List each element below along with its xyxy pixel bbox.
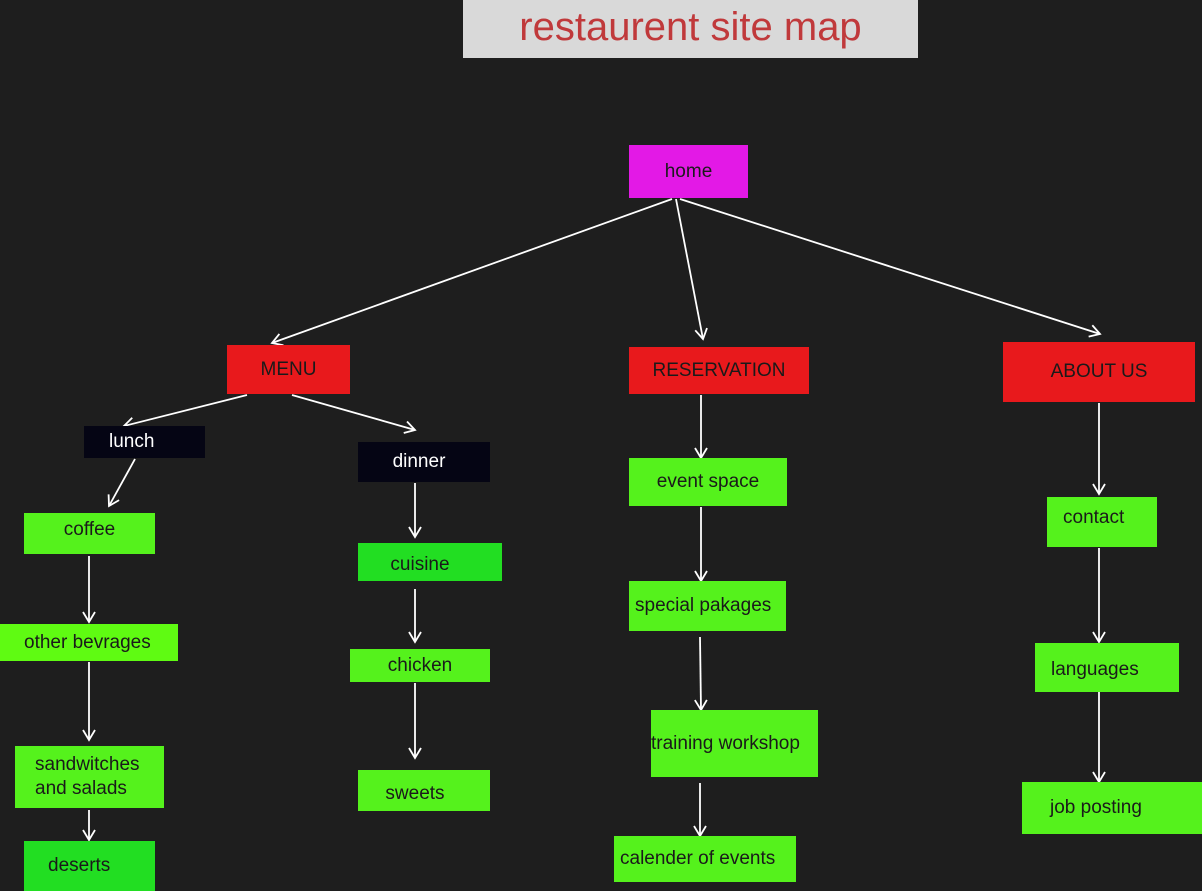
node-lunch: lunch bbox=[84, 426, 205, 458]
link-home-about bbox=[679, 198, 1102, 338]
node-training-workshop-label: training workshop bbox=[651, 732, 800, 754]
node-contact-label: contact bbox=[1063, 507, 1125, 528]
node-chicken: chicken bbox=[350, 649, 490, 682]
link-home-menu bbox=[270, 198, 673, 347]
node-cuisine-label: cuisine bbox=[390, 554, 450, 575]
node-training-workshop: training workshop bbox=[651, 710, 818, 777]
node-reservation: RESERVATION bbox=[629, 347, 809, 394]
node-special-pakages: special pakages bbox=[629, 581, 786, 631]
node-other-bevrages: other bevrages bbox=[0, 624, 178, 661]
node-deserts: deserts bbox=[24, 841, 155, 891]
node-coffee-label: coffee bbox=[63, 518, 116, 540]
node-about-us: ABOUT US bbox=[1003, 342, 1195, 402]
link-home-reservation bbox=[675, 198, 708, 341]
node-cuisine: cuisine bbox=[358, 543, 502, 581]
node-dinner-label: dinner bbox=[392, 451, 446, 472]
node-lunch-label: lunch bbox=[109, 431, 155, 452]
node-languages-label: languages bbox=[1051, 658, 1139, 680]
node-dinner: dinner bbox=[358, 442, 490, 482]
node-sandwiches-and-salads: sandwitches and salads bbox=[15, 746, 164, 808]
node-job-posting-label: job posting bbox=[1050, 797, 1142, 818]
node-event-space: event space bbox=[629, 458, 787, 506]
node-calender-of-events-label: calender of events bbox=[620, 848, 776, 869]
node-special-pakages-label: special pakages bbox=[635, 595, 772, 616]
node-sweets-label: sweets bbox=[385, 782, 445, 804]
link-menu-lunch bbox=[122, 394, 248, 431]
node-calender-of-events: calender of events bbox=[614, 836, 796, 882]
node-menu-label: MENU bbox=[260, 358, 317, 380]
node-contact: contact bbox=[1047, 497, 1157, 547]
node-menu: MENU bbox=[227, 345, 350, 394]
node-event-space-label: event space bbox=[656, 471, 760, 492]
link-menu-dinner bbox=[291, 394, 417, 434]
link-lunch-coffee bbox=[107, 458, 136, 508]
diagram-title: restaurent site map bbox=[463, 0, 918, 58]
node-reservation-label: RESERVATION bbox=[652, 359, 786, 381]
node-sandwiches-label-line1: sandwitches bbox=[35, 754, 140, 775]
node-coffee: coffee bbox=[24, 513, 155, 554]
node-job-posting: job posting bbox=[1022, 782, 1202, 834]
node-chicken-label: chicken bbox=[387, 654, 453, 676]
node-home-label: home bbox=[664, 160, 713, 182]
node-deserts-label: deserts bbox=[48, 855, 111, 876]
node-sweets: sweets bbox=[358, 770, 490, 811]
node-languages: languages bbox=[1035, 643, 1179, 692]
link-special-pakages-training bbox=[694, 636, 708, 712]
node-sandwiches-label-line2: and salads bbox=[35, 778, 127, 799]
node-home: home bbox=[629, 145, 748, 198]
node-about-us-label: ABOUT US bbox=[1050, 361, 1148, 382]
node-other-bevrages-label: other bevrages bbox=[24, 631, 151, 653]
